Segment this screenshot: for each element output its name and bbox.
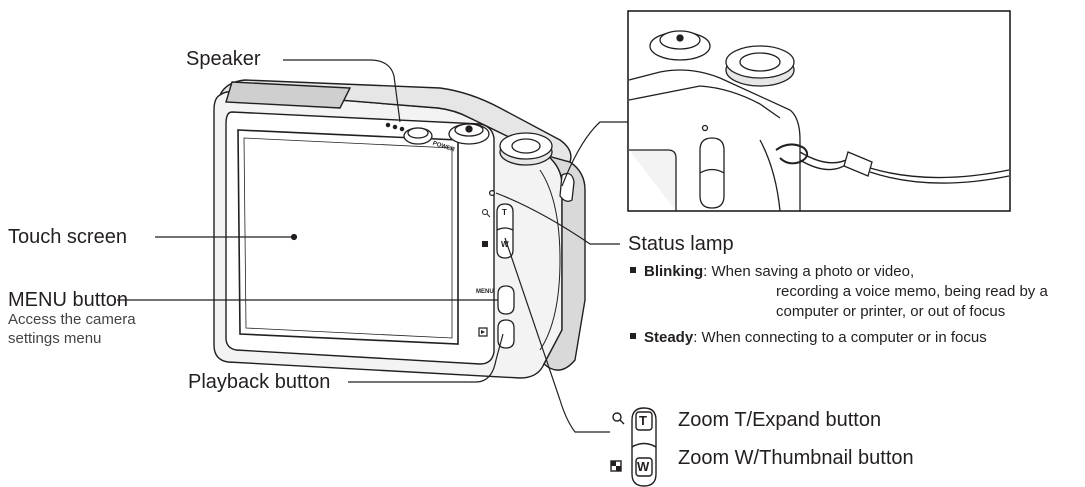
bullet-icon xyxy=(630,267,636,273)
blinking-note-line-3: computer or printer, or out of focus xyxy=(630,302,1005,321)
camera-menu-mark: MENU xyxy=(476,289,494,295)
leader-lines xyxy=(117,59,628,433)
steady-text: : When connecting to a computer or in fo… xyxy=(693,329,987,346)
strap-detail-inset xyxy=(627,10,1011,212)
zoom-legend-graphic xyxy=(610,407,657,487)
blinking-text-1: : When saving a photo or video, xyxy=(703,263,915,280)
camera-back-buttons xyxy=(478,189,515,349)
touch-screen-label: Touch screen xyxy=(8,226,127,248)
menu-button-description-line-2: settings menu xyxy=(8,330,102,347)
zoom-w-label: Zoom W/Thumbnail button xyxy=(678,447,914,469)
camera-t-mark: T xyxy=(502,208,507,217)
speaker-label: Speaker xyxy=(186,48,261,70)
menu-button-description-line-1: Access the camera xyxy=(8,311,136,328)
camera-top-controls xyxy=(385,122,575,202)
steady-term: Steady xyxy=(644,329,694,346)
menu-button-label: MENU button xyxy=(8,289,129,311)
blinking-note-line-2: recording a voice memo, being read by a xyxy=(630,282,1048,301)
zoom-t-label: Zoom T/Expand button xyxy=(678,409,882,431)
status-lamp-label: Status lamp xyxy=(628,233,734,255)
zoom-w-letter: W xyxy=(637,459,650,474)
zoom-t-letter: T xyxy=(639,413,647,428)
blinking-text-2: recording a voice memo, being read by a xyxy=(776,283,1048,300)
camera-w-mark: W xyxy=(501,240,509,249)
camera-body xyxy=(213,79,586,379)
blinking-term: Blinking xyxy=(644,263,704,280)
bullet-icon xyxy=(630,333,636,339)
steady-note: Steady: When connecting to a computer or… xyxy=(630,328,987,347)
blinking-note: Blinking: When saving a photo or video, xyxy=(630,262,914,281)
blinking-text-3: computer or printer, or out of focus xyxy=(776,303,1006,320)
playback-button-label: Playback button xyxy=(188,371,331,393)
